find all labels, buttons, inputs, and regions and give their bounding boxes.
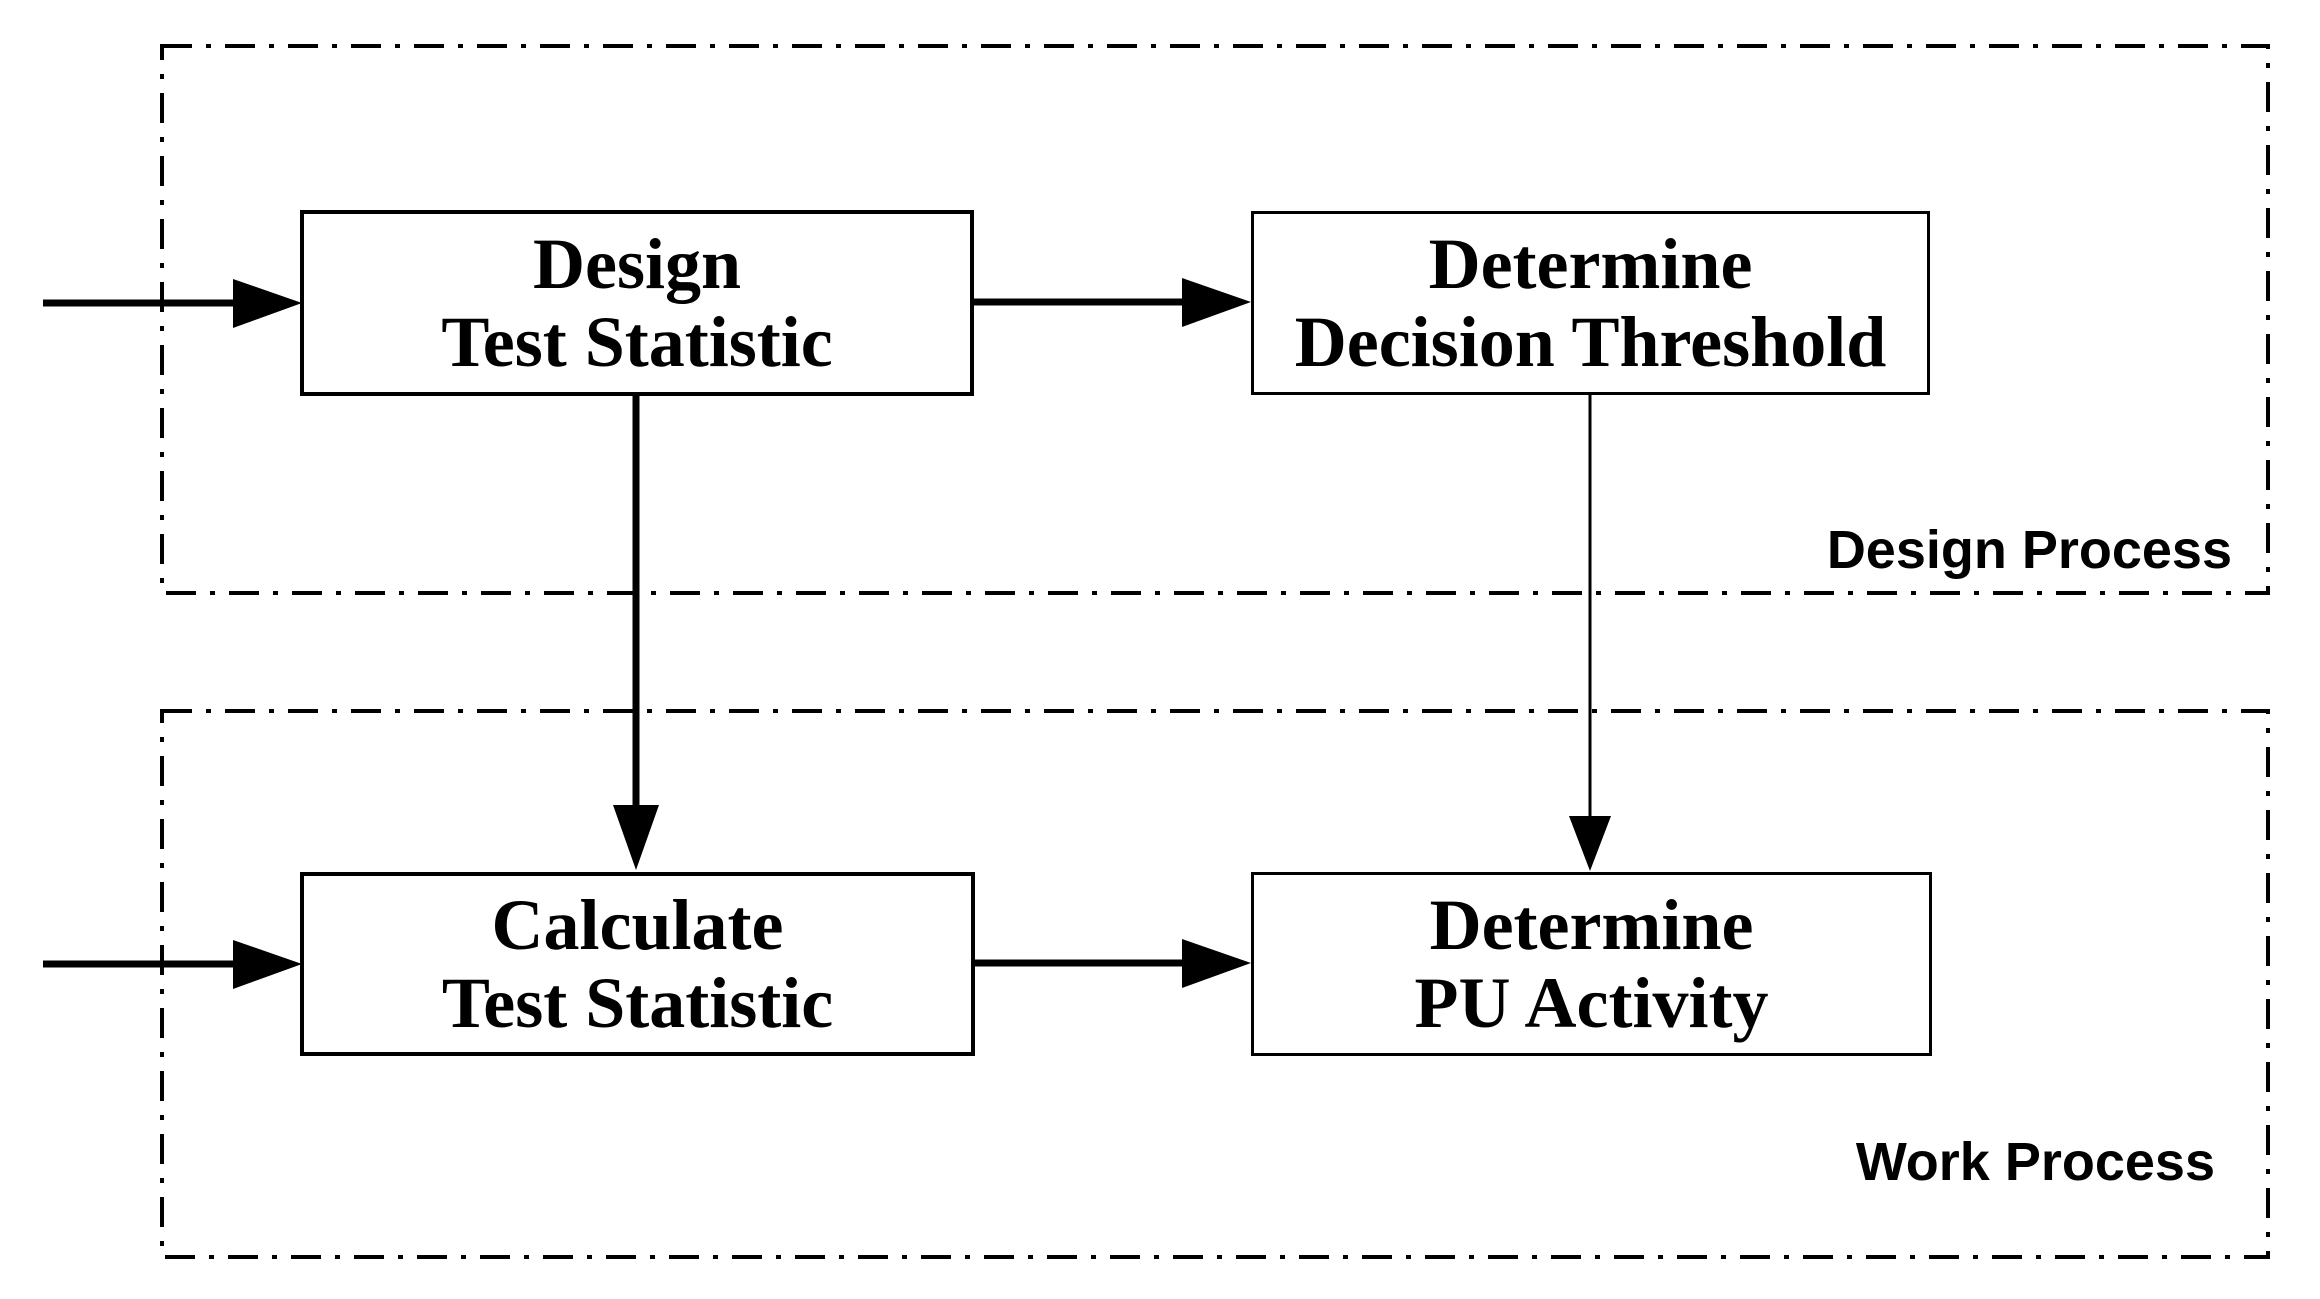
box-design-test-statistic: Design Test Statistic [300, 210, 974, 396]
work-process-label: Work Process [1855, 1132, 2215, 1192]
box-design-test-statistic-line2: Test Statistic [441, 302, 833, 382]
box-determine-pu-activity: Determine PU Activity [1251, 872, 1932, 1056]
box-calculate-test-statistic-line1: Calculate [491, 885, 784, 965]
design-process-label: Design Process [1826, 520, 2232, 580]
arrow-design-to-threshold [974, 278, 1251, 327]
arrow-threshold-to-pu-activity [1569, 395, 1611, 871]
box-determine-decision-threshold-line1: Determine [1428, 224, 1753, 304]
box-determine-decision-threshold: Determine Decision Threshold [1251, 211, 1930, 395]
box-determine-decision-threshold-line2: Decision Threshold [1294, 302, 1887, 382]
design-process-region-border [160, 44, 2270, 595]
box-calculate-test-statistic: Calculate Test Statistic [300, 872, 975, 1056]
arrow-design-to-calculate [613, 396, 659, 870]
arrow-input-to-design-test-statistic [43, 279, 302, 328]
arrow-input-to-calculate-test-statistic [43, 940, 302, 989]
work-process-region-border [160, 709, 2270, 1259]
box-determine-pu-activity-line1: Determine [1429, 885, 1754, 965]
box-determine-pu-activity-line2: PU Activity [1414, 963, 1769, 1043]
arrow-calculate-to-pu-activity [975, 939, 1251, 988]
box-calculate-test-statistic-line2: Test Statistic [441, 963, 834, 1043]
box-design-test-statistic-line1: Design [532, 224, 742, 304]
